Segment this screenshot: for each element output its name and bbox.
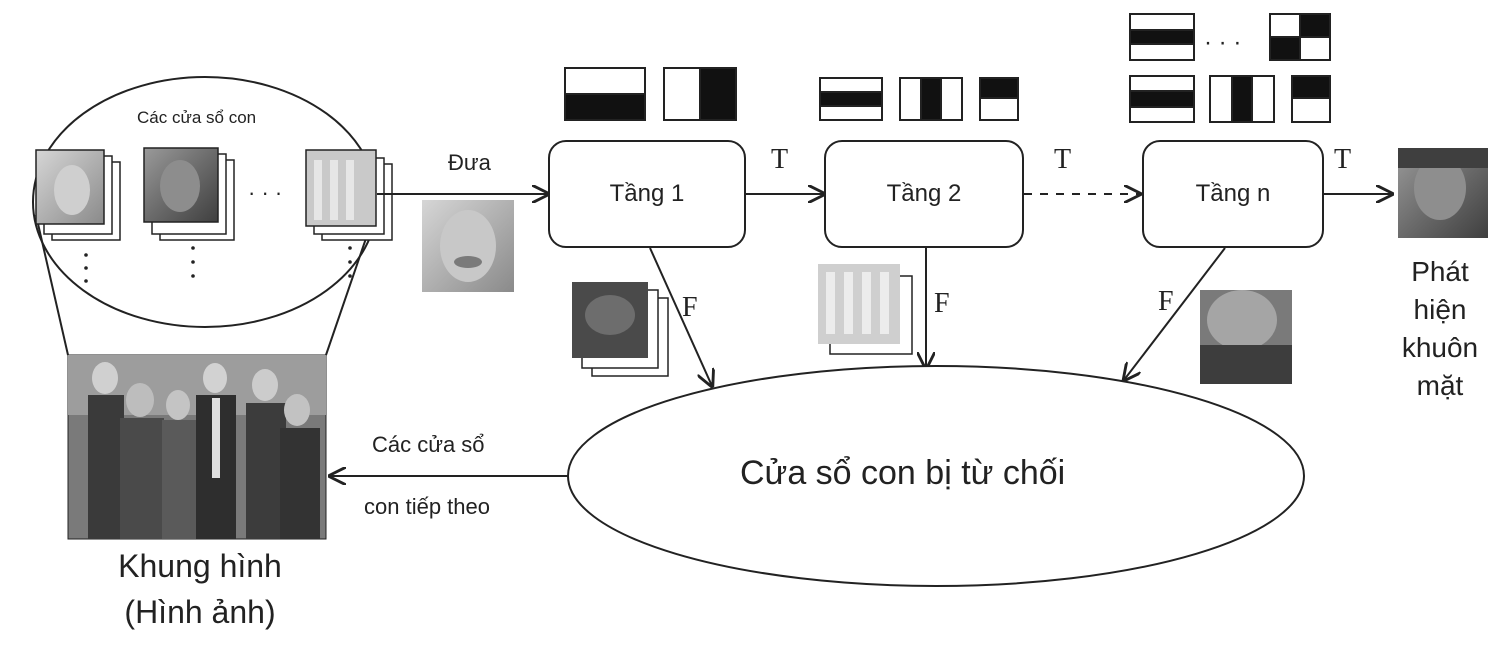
features-ellipsis: · · · bbox=[1204, 29, 1241, 56]
stage-n-label: Tầng n bbox=[1195, 180, 1271, 207]
t-label-3: T bbox=[1334, 144, 1352, 175]
ellipsis-horizontal: · · · bbox=[248, 180, 282, 205]
f-label-2: F bbox=[934, 288, 950, 319]
f-arrow-3 bbox=[1124, 247, 1226, 380]
t-label-1: T bbox=[771, 144, 789, 175]
rejected-stack-1 bbox=[572, 282, 669, 377]
t-label-2: T bbox=[1054, 144, 1072, 175]
zoom-line-left bbox=[35, 214, 69, 356]
rejected-face-image bbox=[1200, 290, 1292, 384]
next-windows-label-line1: Các cửa sổ bbox=[372, 432, 485, 457]
frame-image bbox=[67, 354, 327, 540]
ellipsis-vertical bbox=[84, 246, 352, 283]
stage-1-label: Tầng 1 bbox=[609, 180, 685, 207]
feed-label: Đưa bbox=[448, 150, 491, 175]
detected-label-line4: mặt bbox=[1416, 370, 1464, 401]
haar-features-stage-1 bbox=[564, 67, 737, 121]
subwindow-stack-2 bbox=[143, 147, 235, 241]
stage-n-box: Tầng n bbox=[1142, 140, 1324, 248]
rejected-label: Cửa sổ con bị từ chối bbox=[740, 454, 1066, 492]
subwindow-stack-1 bbox=[35, 149, 121, 241]
f-arrow-1 bbox=[649, 247, 712, 386]
stage-2-label: Tầng 2 bbox=[886, 180, 962, 207]
subwindows-label: Các cửa sổ con bbox=[137, 108, 257, 127]
detected-face-image bbox=[1398, 148, 1488, 238]
stage-1-box: Tầng 1 bbox=[548, 140, 746, 248]
detected-label-line1: Phát bbox=[1411, 256, 1469, 287]
haar-features-stage-2 bbox=[819, 77, 1019, 121]
detected-label-line2: hiện bbox=[1413, 294, 1467, 325]
f-label-1: F bbox=[682, 292, 698, 323]
frame-label-line1: Khung hình bbox=[118, 548, 282, 584]
f-label-3: F bbox=[1158, 286, 1174, 317]
stage-2-box: Tầng 2 bbox=[824, 140, 1024, 248]
feed-face-image bbox=[422, 200, 514, 292]
rejected-stack-2 bbox=[818, 264, 913, 355]
detected-label-line3: khuôn bbox=[1401, 332, 1479, 363]
haar-features-stage-n bbox=[1129, 13, 1331, 123]
next-windows-label-line2: con tiếp theo bbox=[364, 494, 490, 519]
frame-label-line2: (Hình ảnh) bbox=[124, 594, 276, 630]
subwindow-stack-3 bbox=[305, 149, 393, 241]
